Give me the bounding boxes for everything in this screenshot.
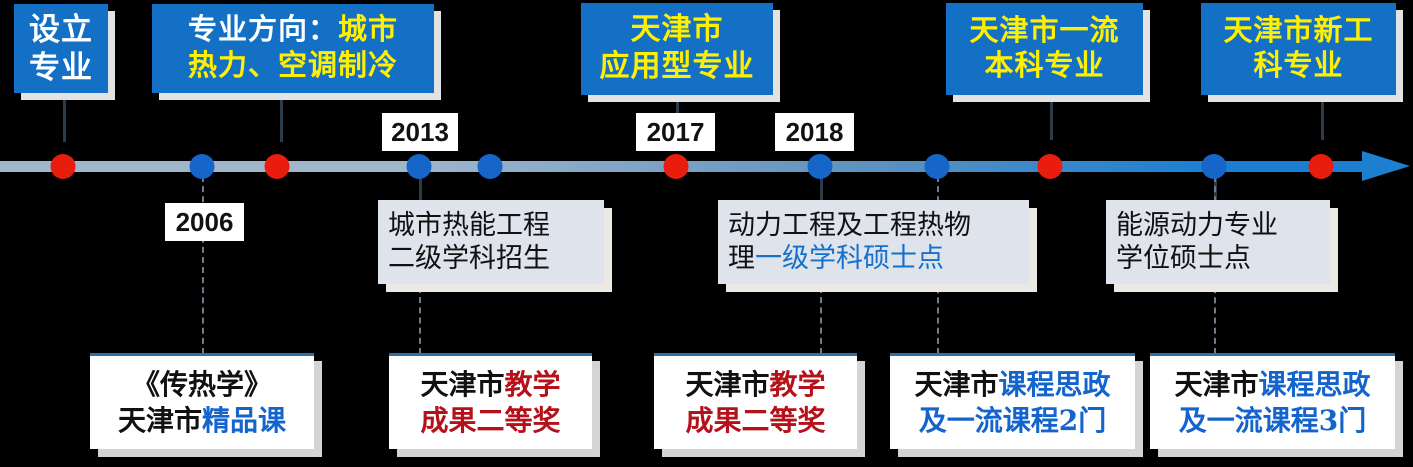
card-line: 天津市一流 (946, 14, 1143, 49)
card-line: 天津市 (581, 12, 773, 49)
text-segment: 天津市 (630, 13, 724, 47)
text-segment: 成果二等奖 (685, 403, 826, 437)
text-segment: 教学 (504, 367, 561, 401)
text-segment: 能源动力专业 (1116, 209, 1278, 241)
text-segment: 应用型专业 (599, 50, 755, 83)
text-segment: 《传热学》 (131, 367, 272, 401)
card-line: 天津市课程思政 (1150, 367, 1395, 403)
timeline-marker-11[interactable] (1308, 154, 1334, 179)
text-segment: 天津市新工 (1223, 14, 1374, 47)
timeline-marker-5[interactable] (477, 154, 503, 179)
card-line: 理一级学科硕士点 (728, 242, 1019, 275)
stem-milestone-tianjin-new-engineering (1321, 100, 1324, 140)
text-segment: 城市热能工程 (388, 209, 550, 241)
stem-milestone-major-direction (280, 100, 283, 142)
card-line: 天津市教学 (389, 367, 592, 403)
card-line: 能源动力专业 (1116, 209, 1320, 242)
timeline-marker-3[interactable] (264, 154, 290, 179)
card-line: 及一流课程3门 (1150, 403, 1395, 439)
text-segment: 一级学科硕士点 (755, 243, 944, 274)
text-segment: 及一流课程3门 (1178, 403, 1367, 437)
stem-award-teaching-achievement-second-prize-1 (419, 287, 421, 354)
timeline-marker-1[interactable] (50, 154, 76, 179)
award-teaching-achievement-second-prize-1[interactable]: 天津市教学成果二等奖 (389, 353, 592, 449)
milestone-tianjin-new-engineering[interactable]: 天津市新工科专业 (1201, 3, 1396, 95)
timeline-marker-2[interactable] (189, 154, 215, 179)
text-segment: 精品课 (202, 403, 287, 437)
card-line: 《传热学》 (90, 367, 314, 403)
timeline-bar (0, 161, 1378, 172)
record-power-engineering-master[interactable]: 动力工程及工程热物理一级学科硕士点 (718, 200, 1029, 284)
card-line: 动力工程及工程热物 (728, 209, 1019, 242)
stem-award-heat-transfer-quality-course (202, 176, 204, 354)
card-line: 二级学科招生 (388, 242, 594, 275)
card-line: 专业方向：城市 (152, 13, 434, 48)
card-line: 本科专业 (946, 49, 1143, 84)
text-segment: 动力工程及工程热物 (728, 209, 971, 241)
award-ideological-first-class-3[interactable]: 天津市课程思政及一流课程3门 (1150, 353, 1395, 449)
card-line: 设立 (14, 11, 108, 49)
award-ideological-first-class-2[interactable]: 天津市课程思政及一流课程2门 (890, 353, 1135, 449)
card-line: 成果二等奖 (389, 403, 592, 439)
record-urban-thermal-engineering[interactable]: 城市热能工程二级学科招生 (378, 200, 604, 284)
timeline-marker-8[interactable] (924, 154, 950, 179)
card-line: 城市热能工程 (388, 209, 594, 242)
award-teaching-achievement-second-prize-2[interactable]: 天津市教学成果二等奖 (654, 353, 857, 449)
text-segment: 天津市 (914, 367, 999, 401)
text-segment: 天津市一流 (969, 14, 1120, 47)
text-segment: 教学 (769, 367, 826, 401)
text-segment: 热力、空调制冷 (187, 49, 398, 82)
timeline-marker-6[interactable] (663, 154, 689, 179)
card-line: 天津市新工 (1201, 14, 1396, 49)
timeline-marker-7[interactable] (807, 154, 833, 179)
stem-record-urban-thermal-engineering (419, 172, 422, 202)
text-segment: 学位硕士点 (1116, 243, 1251, 274)
card-line: 天津市教学 (654, 367, 857, 403)
text-segment: 设立 (29, 11, 93, 47)
card-line: 科专业 (1201, 49, 1396, 84)
text-segment: 课程思政 (1258, 367, 1371, 401)
timeline-arrow-icon (1362, 151, 1410, 181)
text-segment: 天津市 (117, 403, 202, 437)
card-line: 天津市课程思政 (890, 367, 1135, 403)
card-line: 及一流课程2门 (890, 403, 1135, 439)
milestone-tianjin-applied-major[interactable]: 天津市应用型专业 (581, 3, 773, 95)
text-segment: 专业 (29, 49, 93, 85)
text-segment: 科专业 (1253, 50, 1344, 82)
timeline-marker-9[interactable] (1037, 154, 1063, 179)
milestone-tianjin-first-class-undergrad[interactable]: 天津市一流本科专业 (946, 3, 1143, 95)
text-segment: 本科专业 (984, 50, 1105, 82)
card-line: 天津市精品课 (90, 403, 314, 439)
stem-record-power-engineering-master (820, 172, 823, 202)
year-label-2013: 2013 (382, 113, 458, 151)
stem-milestone-tianjin-first-class-undergrad (1050, 100, 1053, 140)
card-line: 成果二等奖 (654, 403, 857, 439)
timeline-marker-10[interactable] (1201, 154, 1227, 179)
card-line: 热力、空调制冷 (152, 49, 434, 84)
year-label-2018: 2018 (775, 113, 854, 151)
stem-award-teaching-achievement-second-prize-2 (820, 287, 822, 354)
text-segment: 及一流课程2门 (918, 403, 1107, 437)
year-label-2006: 2006 (165, 203, 244, 241)
text-segment: 天津市 (420, 367, 505, 401)
record-energy-power-degree-master[interactable]: 能源动力专业学位硕士点 (1106, 200, 1330, 284)
milestone-major-direction[interactable]: 专业方向：城市热力、空调制冷 (152, 4, 434, 93)
card-line: 应用型专业 (581, 49, 773, 86)
milestone-establish-major[interactable]: 设立专业 (14, 4, 108, 93)
text-segment: 天津市 (1174, 367, 1259, 401)
text-segment: 二级学科招生 (388, 243, 550, 274)
stem-milestone-establish-major (63, 100, 66, 142)
award-heat-transfer-quality-course[interactable]: 《传热学》天津市精品课 (90, 353, 314, 449)
text-segment: 专业方向： (187, 14, 338, 47)
card-line: 学位硕士点 (1116, 242, 1320, 275)
card-line: 专业 (14, 49, 108, 87)
timeline-axis (0, 151, 1413, 181)
text-segment: 成果二等奖 (420, 403, 561, 437)
text-segment: 理 (728, 243, 755, 274)
year-label-2017: 2017 (636, 113, 715, 151)
text-segment: 天津市 (685, 367, 770, 401)
timeline-marker-4[interactable] (406, 154, 432, 179)
text-segment: 城市 (338, 14, 399, 47)
text-segment: 课程思政 (998, 367, 1111, 401)
